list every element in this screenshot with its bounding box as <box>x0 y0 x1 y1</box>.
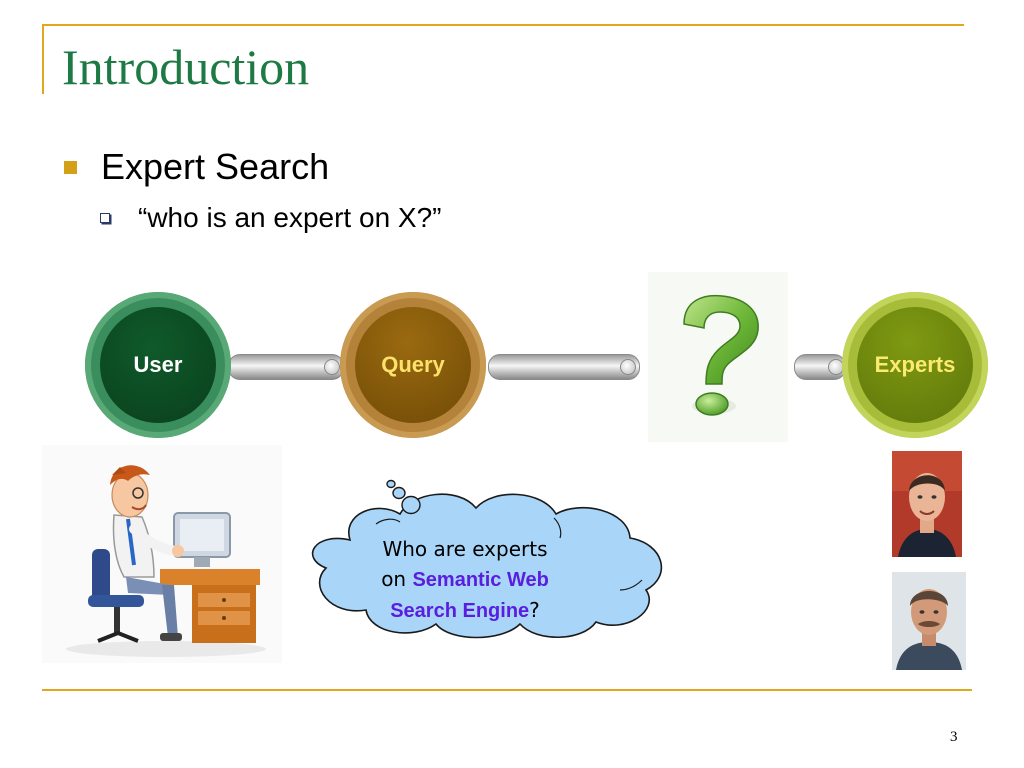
pipe-cap-icon <box>620 359 636 375</box>
thought-cloud <box>280 478 676 640</box>
node-user-label: User <box>100 307 216 423</box>
frame-left-line <box>42 24 44 94</box>
node-query: Query <box>340 292 486 438</box>
cloud-question-text: Who are experts on Semantic Web Search E… <box>340 534 590 626</box>
node-user: User <box>85 292 231 438</box>
highlight-semantic-web: Semantic Web <box>412 569 549 591</box>
hollow-square-bullet-icon <box>100 213 110 223</box>
pipe-cap-icon <box>324 359 340 375</box>
connector-pipe-query-question <box>488 354 640 380</box>
expert-photo-2 <box>892 572 966 670</box>
node-query-label: Query <box>355 307 471 423</box>
slide-title: Introduction <box>62 39 310 95</box>
cloud-line-3: Search Engine? <box>390 598 540 622</box>
sub-bullet-text: “who is an expert on X?” <box>138 202 442 233</box>
node-experts: Experts <box>842 292 988 438</box>
cloud-line-2: on Semantic Web <box>381 567 549 591</box>
expert-photo-1 <box>892 451 962 557</box>
thought-bubble-dots-icon <box>386 479 421 515</box>
frame-top-line <box>42 24 964 26</box>
bullet-text: Expert Search <box>101 146 330 187</box>
node-experts-label: Experts <box>857 307 973 423</box>
sub-bullet-question: “who is an expert on X?” <box>100 202 442 234</box>
bullet-expert-search: Expert Search <box>64 146 329 188</box>
user-at-computer-illustration <box>42 445 282 663</box>
question-mark-icon <box>648 272 788 442</box>
highlight-search-engine: Search Engine <box>390 600 530 622</box>
square-bullet-icon <box>64 160 77 174</box>
page-number: 3 <box>950 729 958 745</box>
cloud-line-1: Who are experts <box>382 537 548 561</box>
frame-bottom-line <box>42 689 972 691</box>
